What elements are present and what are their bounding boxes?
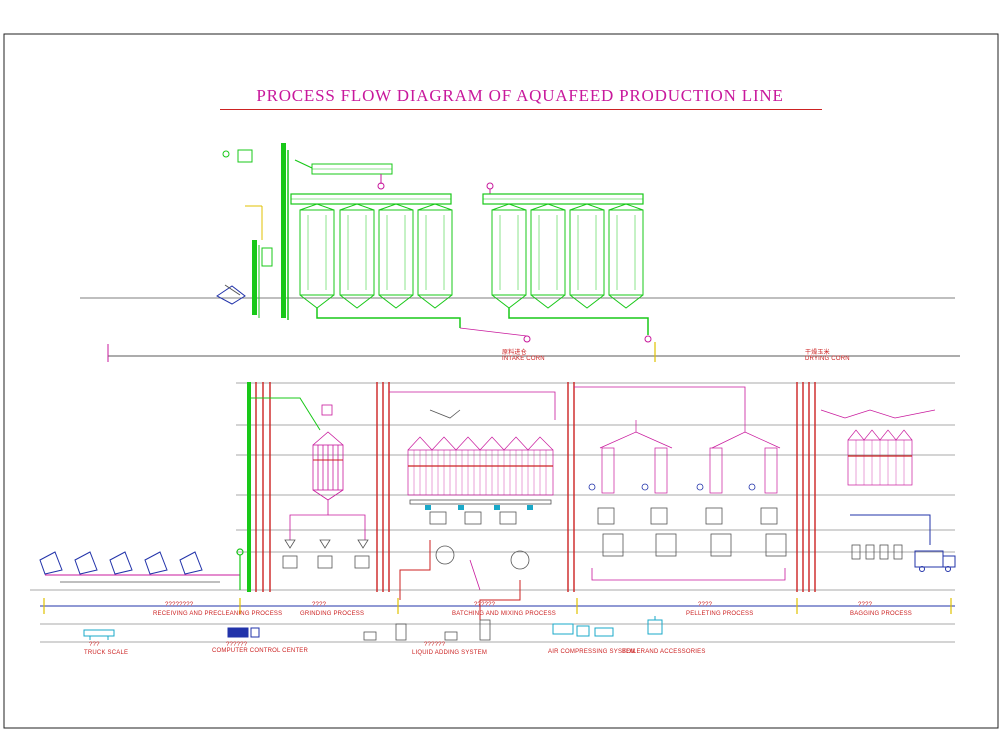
boiler-icon: [647, 616, 663, 635]
truck-scale-icon: [83, 629, 115, 640]
batching-label: BATCHING AND MIXING PROCESS: [452, 611, 556, 617]
batching-tag: ??????: [474, 602, 496, 608]
truck-scale-label: TRUCK SCALE: [84, 650, 129, 656]
air-compressor-icon: [552, 623, 614, 637]
control-center-icon: [227, 627, 260, 638]
grinding-tag: ????: [312, 602, 327, 608]
grinding-label: GRINDING PROCESS: [300, 611, 365, 617]
liquid-system-icon: [363, 619, 491, 641]
drying-label: DRYING CORN: [805, 356, 850, 362]
receiving-label: RECEIVING AND PRECLEANING PROCESS: [153, 611, 283, 617]
pelleting-label: PELLETING PROCESS: [686, 611, 754, 617]
liquid-label: LIQUID ADDING SYSTEM: [412, 650, 488, 656]
control-center-tag: ??????: [226, 642, 248, 648]
air-label: AIR COMPRESSING SYSTEM: [548, 649, 636, 655]
page-title: PROCESS FLOW DIAGRAM OF AQUAFEED PRODUCT…: [256, 86, 784, 105]
truck-scale-tag: ???: [89, 642, 100, 648]
control-center-label: COMPUTER CONTROL CENTER: [212, 648, 309, 654]
title-underline: [220, 109, 822, 110]
liquid-tag: ??????: [424, 642, 446, 648]
upper-silo-section: [80, 143, 960, 362]
bagging-tag: ????: [858, 602, 873, 608]
drying-label-cn: 干燥玉米: [805, 350, 830, 356]
pelleting-tag: ????: [698, 602, 713, 608]
receiving-tag: ????????: [165, 602, 194, 608]
drawing-frame: [3, 33, 999, 729]
truck-icon: [914, 550, 956, 572]
lower-process-section: [30, 382, 956, 643]
intake-label: INTAKE CORN: [502, 356, 545, 362]
intake-label-cn: 原料进仓: [502, 350, 527, 356]
bagging-label: BAGGING PROCESS: [850, 611, 913, 617]
boiler-label: BOILERAND ACCESSORIES: [622, 649, 706, 655]
